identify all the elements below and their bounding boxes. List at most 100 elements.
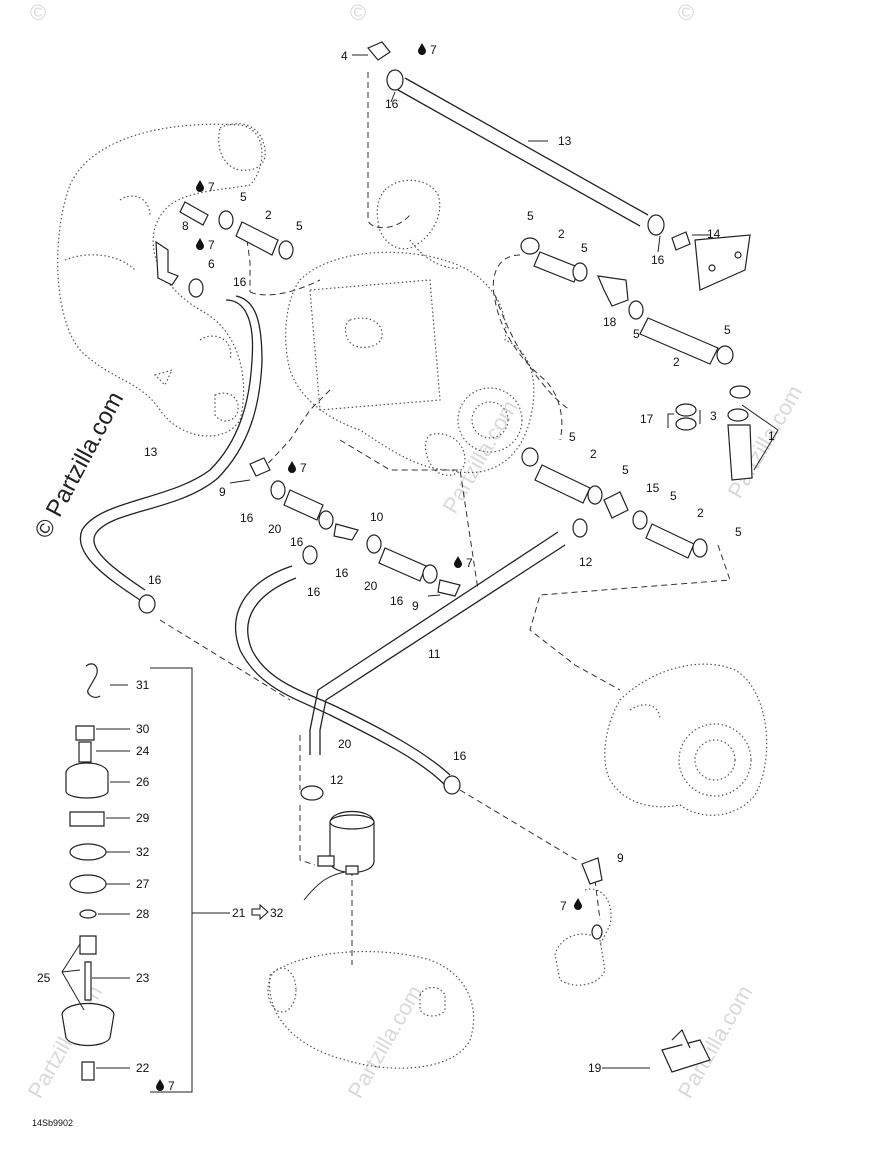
- valve-exploded-stack: [61, 663, 230, 1093]
- callout-7: 7: [560, 899, 567, 913]
- callout-12: 12: [330, 773, 344, 787]
- callout-labels: 4 7 16 13 7 5 2 8 5 7 6 16 5 2 5 14 16 1…: [37, 43, 775, 1093]
- hose-20-long: [235, 565, 451, 786]
- callout-16: 16: [307, 585, 321, 599]
- callout-11: 11: [428, 647, 441, 661]
- callout-13: 13: [558, 134, 572, 148]
- callout-16: 16: [385, 97, 399, 111]
- callout-5: 5: [670, 489, 677, 503]
- oil-drop-icon: [196, 180, 204, 192]
- arrow-icon: [251, 903, 269, 921]
- callout-22: 22: [136, 1061, 150, 1075]
- callout-14: 14: [707, 227, 721, 241]
- callout-2: 2: [673, 355, 680, 369]
- oil-drop-icons: [156, 43, 582, 1091]
- expansion-tank: [317, 811, 375, 875]
- callout-19: 19: [588, 1061, 602, 1075]
- outlet-elbow-outline: [554, 888, 612, 986]
- leader-lines: [61, 54, 779, 1069]
- callout-26: 26: [136, 775, 150, 789]
- callout-16: 16: [651, 253, 665, 267]
- callout-20: 20: [338, 737, 352, 751]
- callout-16: 16: [290, 535, 304, 549]
- drawing-code: 14Sb9902: [32, 1118, 73, 1128]
- callout-20: 20: [268, 522, 282, 536]
- callout-2: 2: [265, 208, 272, 222]
- clip-19: [661, 1028, 711, 1073]
- callout-10: 10: [370, 510, 384, 524]
- side-bracket-outline: [694, 234, 751, 291]
- oil-drop-icon: [454, 556, 462, 568]
- callout-1: 1: [768, 429, 775, 443]
- callout-5: 5: [633, 327, 640, 341]
- callout-5: 5: [724, 323, 731, 337]
- watermark-text: Partzilla.com: [343, 981, 428, 1103]
- callout-2: 2: [697, 506, 704, 520]
- callout-25: 25: [37, 971, 51, 985]
- watermark-copyright: ©: [678, 0, 694, 25]
- callout-31: 31: [136, 678, 150, 692]
- callout-5: 5: [735, 525, 742, 539]
- callout-28: 28: [136, 907, 150, 921]
- callout-7: 7: [168, 1079, 175, 1093]
- callout-3: 3: [710, 409, 717, 423]
- watermark-text: Partzilla.com: [438, 396, 523, 518]
- oil-drop-icon: [156, 1079, 164, 1091]
- short-hoses: [235, 221, 719, 582]
- oil-drop-icon: [574, 898, 582, 910]
- callout-5: 5: [240, 190, 247, 204]
- callout-16: 16: [453, 749, 467, 763]
- exhaust-manifold-outline: [57, 123, 266, 437]
- callout-7: 7: [208, 238, 215, 252]
- callout-32-arrow-target: 32: [270, 906, 284, 920]
- callout-13: 13: [144, 445, 158, 459]
- engine-block-outline: [285, 179, 535, 476]
- callout-16: 16: [335, 566, 349, 580]
- callout-7: 7: [430, 43, 437, 57]
- callout-16: 16: [390, 594, 404, 608]
- callout-16: 16: [240, 511, 254, 525]
- callout-12: 12: [579, 555, 593, 569]
- callout-7: 7: [300, 461, 307, 475]
- callout-5: 5: [622, 463, 629, 477]
- callout-5: 5: [527, 209, 534, 223]
- callout-21: 21: [232, 906, 246, 920]
- callout-18: 18: [603, 315, 617, 329]
- callout-5: 5: [296, 219, 303, 233]
- oil-drop-icon: [418, 43, 426, 55]
- callout-5: 5: [581, 241, 588, 255]
- jet-pump-outline: [604, 663, 768, 816]
- callout-23: 23: [136, 971, 150, 985]
- callout-7: 7: [208, 180, 215, 194]
- callout-9: 9: [617, 851, 624, 865]
- callout-30: 30: [136, 722, 150, 736]
- callout-16: 16: [233, 275, 247, 289]
- callout-20: 20: [364, 579, 378, 593]
- callout-15: 15: [646, 481, 660, 495]
- callout-16: 16: [148, 573, 162, 587]
- callout-9: 9: [412, 599, 419, 613]
- fittings-and-clamps: [138, 41, 753, 940]
- callout-5: 5: [569, 430, 576, 444]
- callout-32: 32: [136, 845, 150, 859]
- callout-24: 24: [136, 744, 150, 758]
- watermark-vertical-text: © Partzilla.com: [29, 387, 129, 542]
- watermark-copyright: ©: [350, 0, 366, 25]
- callout-8: 8: [182, 219, 189, 233]
- oil-drop-icon: [196, 238, 204, 250]
- callout-9: 9: [219, 485, 226, 499]
- callout-2: 2: [590, 447, 597, 461]
- callout-2: 2: [558, 227, 565, 241]
- watermark-copyright: ©: [30, 0, 46, 25]
- callout-17: 17: [640, 412, 654, 426]
- muffler-outline: [267, 950, 475, 1069]
- callout-4: 4: [341, 49, 348, 63]
- callout-6: 6: [208, 257, 215, 271]
- callout-7: 7: [466, 556, 473, 570]
- hose-11: [309, 531, 566, 755]
- oil-drop-icon: [288, 461, 296, 473]
- callout-27: 27: [136, 877, 150, 891]
- dashed-routing-lines: [159, 72, 731, 965]
